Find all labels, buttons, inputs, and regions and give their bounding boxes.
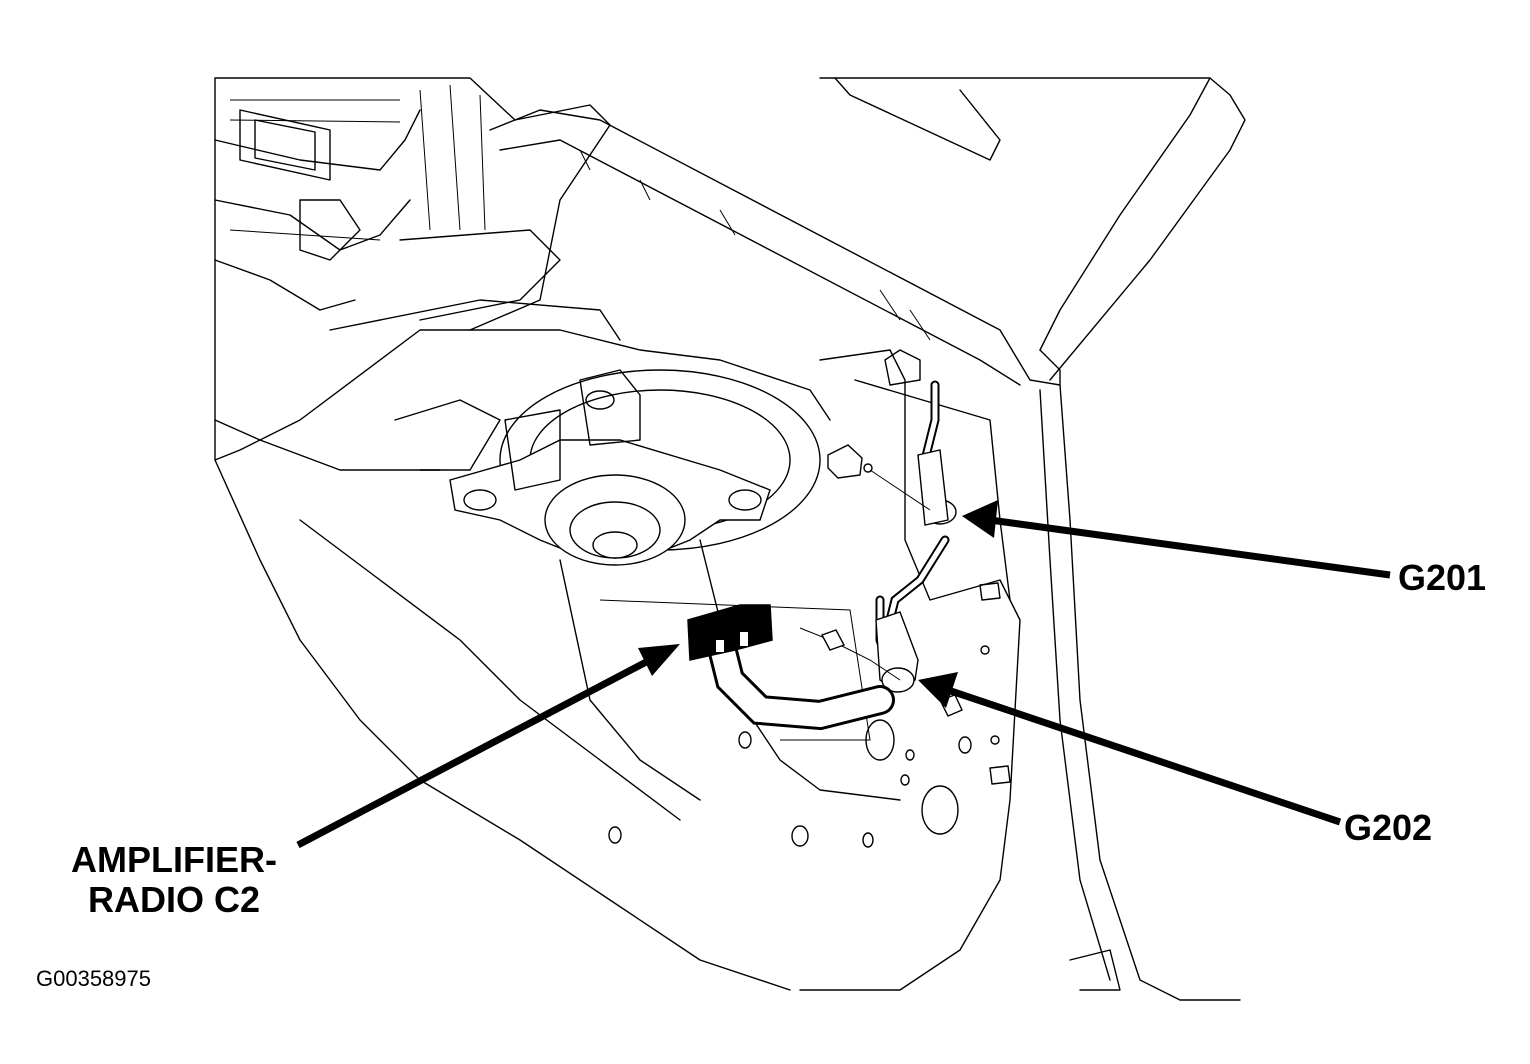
amplifier-radio-c2-label: AMPLIFIER- RADIO C2	[56, 840, 292, 920]
arrow-pointer-icon	[962, 500, 1391, 579]
g202-ground-harness	[705, 595, 963, 731]
g201-ground-strap	[827, 349, 957, 645]
amplifier-label-line1: AMPLIFIER-	[71, 839, 277, 880]
instrument-panel-frame	[489, 77, 1246, 1001]
arrow-pointer-icon	[918, 672, 1342, 826]
figure-id: G00358975	[36, 966, 151, 991]
amplifier-label-line2: RADIO C2	[87, 879, 261, 920]
g201-label: G201	[1398, 557, 1487, 598]
hvac-housing	[214, 77, 621, 471]
amplifier-radio-c2-connector	[687, 604, 773, 661]
blower-motor	[394, 329, 831, 566]
arrow-pointer-icon	[296, 644, 680, 849]
cowl-side-panel	[214, 349, 1121, 991]
g202-label: G202	[1344, 807, 1433, 848]
